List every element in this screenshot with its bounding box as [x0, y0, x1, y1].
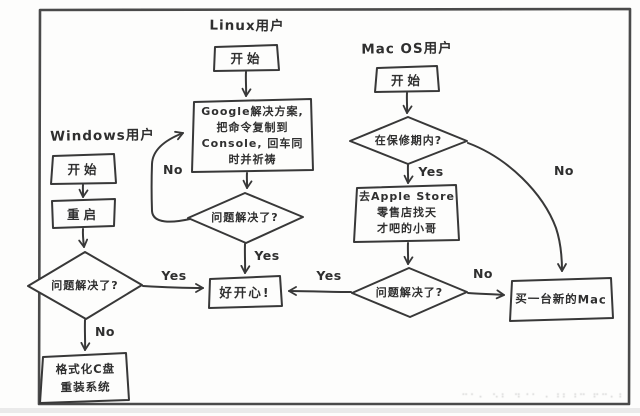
mac-column-title: Mac OS用户 — [361, 40, 453, 58]
linux-google-line3: Console, 回车同 — [201, 137, 304, 150]
arrow-windows-yes-to-happy — [142, 283, 204, 293]
arrow-windows-restart-to-question — [78, 228, 89, 248]
watermark-text: ⠒⠂⠄ ⠢⠆ ⠲⠐⠂ ⠄⠰⠆⠰⠒ ⠖⠒⠄⠆ — [461, 391, 627, 401]
happy-label: 好开心! — [219, 285, 271, 300]
linux-google-line1: Google解决方案, — [201, 105, 304, 118]
windows-format-line2: 重装系统 — [60, 379, 111, 395]
photo-edge-strip — [0, 408, 640, 413]
mac-newmac-label: 买一台新的Mac — [515, 291, 607, 307]
mac-start-box — [374, 65, 440, 93]
mac-warranty-diamond — [349, 116, 468, 165]
linux-start-label: 开始 — [230, 51, 264, 66]
mac-newmac-box — [509, 277, 614, 322]
arrow-mac-yes-to-happy — [288, 286, 352, 296]
linux-solved-question-label: 问题解决了? — [211, 211, 279, 224]
mac-store-line3: 才吧的小哥 — [377, 222, 437, 235]
arrow-linux-no-loop — [150, 130, 191, 223]
linux-google-line4: 时并祈祷 — [228, 153, 277, 166]
mac-store-line1: 去Apple Store — [359, 190, 455, 203]
mac-warranty-yes-label: Yes — [418, 164, 444, 179]
windows-yes-label: Yes — [161, 268, 187, 283]
mac-store-label: 去Apple Store 零售店找天 才吧的小哥 — [355, 189, 459, 237]
arrow-warranty-no-to-newmac — [467, 142, 567, 272]
linux-solved-diamond — [187, 192, 304, 244]
mac-yes-label: Yes — [316, 268, 342, 283]
windows-solved-diamond — [27, 251, 143, 320]
windows-restart-box — [51, 198, 116, 229]
mac-store-box — [353, 184, 460, 243]
mac-solved-diamond — [351, 267, 468, 318]
mac-start-label: 开始 — [390, 73, 424, 88]
windows-format-label: 格式化C盘 重装系统 — [42, 359, 129, 396]
mac-warranty-question-label: 在保修期内? — [374, 134, 443, 147]
mac-solved-question-label: 问题解决了? — [375, 286, 444, 299]
linux-start-box — [213, 44, 280, 72]
windows-restart-label: 重启 — [66, 207, 100, 222]
linux-google-label: Google解决方案, 把命令复制到 Console, 回车同 时并祈祷 — [192, 104, 313, 168]
mac-no-label: No — [472, 266, 494, 281]
linux-no-label: No — [162, 162, 184, 177]
mac-warranty-no-label: No — [553, 163, 575, 178]
frame-border — [37, 7, 632, 406]
arrow-mac-no-to-newmac — [467, 289, 505, 300]
linux-google-line2: 把命令复制到 — [216, 121, 289, 134]
windows-column-title: Windows用户 — [50, 127, 155, 145]
linux-yes-label: Yes — [254, 248, 280, 263]
windows-no-label: No — [94, 324, 116, 339]
linux-google-box — [191, 98, 314, 173]
linux-column-title: Linux用户 — [209, 17, 285, 35]
windows-format-box — [39, 352, 130, 404]
windows-start-box — [50, 153, 117, 185]
mac-store-line2: 零售店找天 — [377, 206, 437, 219]
windows-solved-question-label: 问题解决了? — [51, 279, 119, 292]
happy-box — [208, 275, 283, 309]
windows-format-line1: 格式化C盘 — [55, 361, 116, 377]
windows-start-label: 开始 — [67, 162, 101, 177]
